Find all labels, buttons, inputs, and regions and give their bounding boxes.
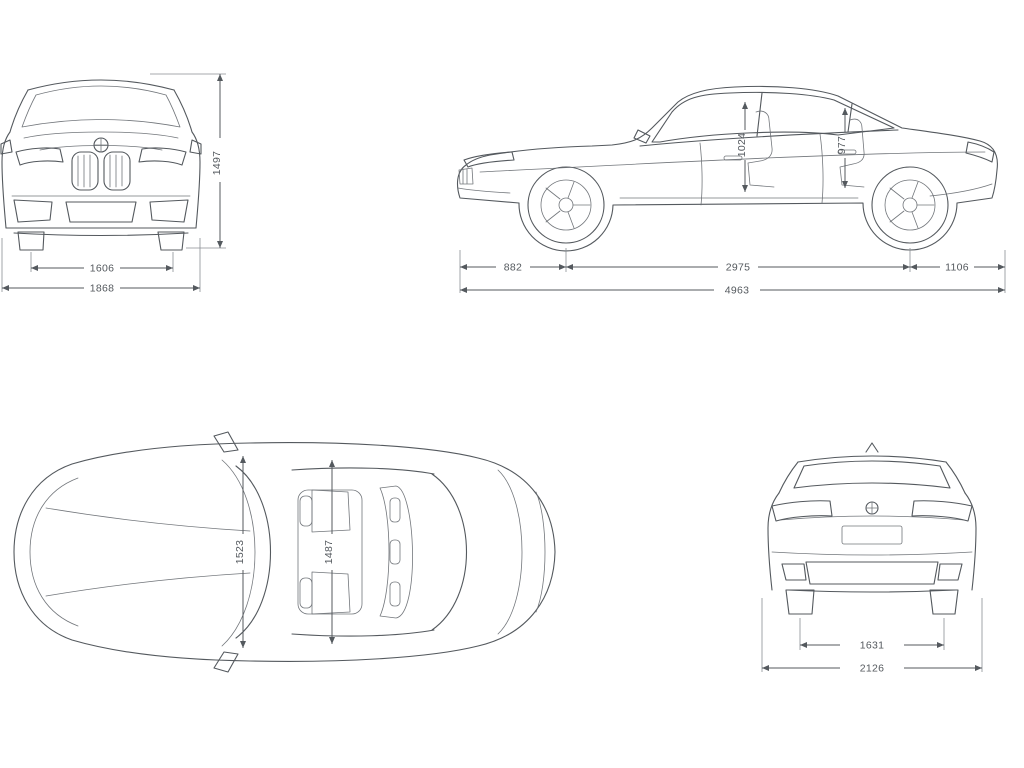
dim-rear-overhang: 1106 bbox=[945, 262, 969, 274]
top-view-dimensions: 1523 1487 bbox=[234, 456, 335, 648]
rear-view-dimensions: 1631 2126 bbox=[761, 598, 983, 675]
side-view-dimensions: 1024 977 882 2975 1106 4963 bbox=[459, 102, 1006, 297]
dim-front-headroom: 1024 bbox=[736, 133, 748, 158]
dim-front-overhang: 882 bbox=[504, 262, 522, 274]
dim-wheelbase: 2975 bbox=[726, 262, 751, 274]
dim-rear-headroom: 977 bbox=[836, 136, 848, 154]
dim-top-front-interior: 1523 bbox=[234, 540, 246, 565]
front-view-drawing bbox=[0, 79, 202, 251]
dim-front-track: 1606 bbox=[90, 263, 115, 275]
top-view-drawing bbox=[13, 431, 556, 673]
dim-front-width: 1868 bbox=[90, 283, 115, 295]
dim-front-height: 1497 bbox=[211, 151, 223, 176]
dim-overall-length: 4963 bbox=[725, 285, 750, 297]
dim-top-rear-interior: 1487 bbox=[323, 540, 335, 565]
side-view-drawing bbox=[456, 85, 998, 252]
front-view-dimensions: 1497 1606 1868 bbox=[1, 73, 226, 295]
dim-rear-width: 2126 bbox=[860, 663, 885, 675]
dim-rear-track: 1631 bbox=[860, 640, 885, 652]
rear-view-drawing bbox=[767, 442, 977, 615]
